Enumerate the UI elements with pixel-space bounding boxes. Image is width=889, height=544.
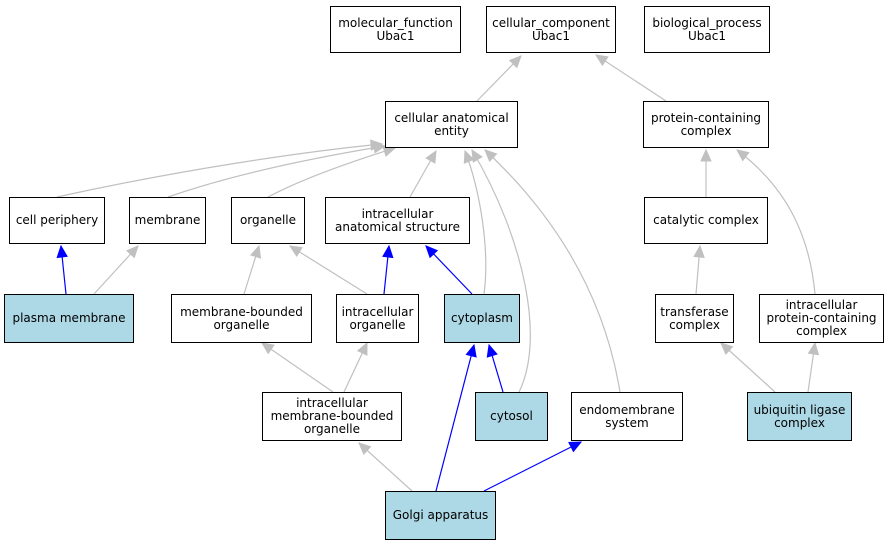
node-protein-containing-complex: protein-containing complex (643, 101, 769, 148)
edge-golgi_apparatus-to-intracellular_membrane_bounded_organelle (358, 442, 413, 492)
edge-endomembrane_system-to-cellular_anatomical_entity (484, 149, 621, 393)
node-endomembrane-system: endomembrane system (571, 392, 683, 441)
edge-cell_periphery-to-cellular_anatomical_entity (56, 143, 383, 198)
edge-cytoplasm-to-cellular_anatomical_entity (464, 150, 487, 295)
edge-golgi_apparatus-to-cytoplasm (435, 344, 475, 492)
node-biological-process: biological_process Ubac1 (644, 6, 770, 53)
edge-protein_containing_complex-to-cellular_component (595, 54, 667, 102)
edge-intracellular_protein_containing_complex-to-protein_containing_complex (736, 149, 816, 295)
arrowhead-catalytic_complex-to-protein_containing_complex (700, 148, 712, 162)
node-organelle: organelle (231, 197, 305, 244)
arrowhead-intracellular_organelle-to-intracellular_anatomical_structure (382, 244, 394, 259)
arrowhead-membrane_bounded_organelle-to-organelle (250, 244, 262, 259)
node-cytosol: cytosol (475, 392, 548, 441)
arrowhead-golgi_apparatus-to-intracellular_membrane_bounded_organelle (358, 442, 372, 456)
edge-intracellular_membrane_bounded_organelle-to-membrane_bounded_organelle (261, 342, 334, 393)
node-intracellular-anatomical-structure: intracellular anatomical structure (325, 197, 470, 244)
edge-intracellular_organelle-to-organelle (289, 245, 368, 295)
arrowhead-intracellular_membrane_bounded_organelle-to-intracellular_organelle (356, 341, 368, 356)
arrowhead-membrane-to-cellular_anatomical_entity (372, 142, 387, 154)
arrowhead-cellular_anatomical_entity-to-cellular_component (508, 55, 522, 69)
node-golgi-apparatus: Golgi apparatus (385, 491, 496, 540)
arrowhead-cytoplasm-to-cellular_anatomical_entity (463, 149, 475, 164)
arrowhead-plasma_membrane-to-membrane (125, 245, 139, 259)
node-membrane-bounded-organelle: membrane-bounded organelle (171, 294, 312, 343)
arrowhead-golgi_apparatus-to-endomembrane_system (568, 441, 583, 453)
arrowhead-cytoplasm-to-intracellular_anatomical_structure (425, 245, 439, 259)
node-molecular-function: molecular_function Ubac1 (330, 6, 461, 53)
arrowhead-ubiquitin_ligase_complex-to-transferase_complex (720, 342, 734, 356)
node-cellular-anatomical-entity: cellular anatomical entity (385, 101, 518, 148)
node-catalytic-complex: catalytic complex (644, 197, 768, 244)
node-intracellular-protein-containing-complex: intracellular protein-containing complex (759, 294, 884, 343)
edge-golgi_apparatus-to-endomembrane_system (483, 441, 582, 492)
arrowhead-plasma_membrane-to-cell_periphery (56, 244, 68, 259)
arrowhead-intracellular_organelle-to-organelle (288, 245, 303, 258)
node-transferase-complex: transferase complex (655, 294, 734, 343)
arrowhead-intracellular_anatomical_structure-to-cellular_anatomical_entity (425, 149, 437, 164)
arrowhead-intracellular_membrane_bounded_organelle-to-membrane_bounded_organelle (261, 342, 275, 355)
node-cell-periphery: cell periphery (9, 197, 105, 244)
arrowhead-cytosol-to-cytoplasm (486, 343, 498, 358)
arrowhead-intracellular_protein_containing_complex-to-protein_containing_complex (736, 149, 750, 162)
node-intracellular-membrane-bounded-organelle: intracellular membrane-bounded organelle (262, 392, 402, 441)
edge-cytosol-to-cellular_anatomical_entity (471, 149, 531, 393)
node-cytoplasm: cytoplasm (444, 294, 520, 343)
edge-organelle-to-cellular_anatomical_entity (267, 147, 396, 198)
node-cellular-component: cellular_component Ubac1 (486, 6, 616, 53)
arrowhead-ubiquitin_ligase_complex-to-intracellular_protein_containing_complex (807, 341, 820, 356)
node-plasma-membrane: plasma membrane (4, 294, 134, 343)
edge-ubiquitin_ligase_complex-to-transferase_complex (720, 342, 776, 393)
node-intracellular-organelle: intracellular organelle (336, 294, 419, 343)
arrowhead-cytosol-to-cellular_anatomical_entity (471, 148, 483, 163)
arrowhead-golgi_apparatus-to-cytoplasm (465, 343, 477, 358)
arrowhead-protein_containing_complex-to-cellular_component (594, 54, 609, 67)
node-ubiquitin-ligase-complex: ubiquitin ligase complex (747, 392, 852, 441)
edge-membrane-to-cellular_anatomical_entity (167, 145, 386, 198)
arrowhead-endomembrane_system-to-cellular_anatomical_entity (484, 149, 498, 163)
arrowhead-transferase_complex-to-catalytic_complex (693, 244, 705, 258)
node-membrane: membrane (129, 197, 206, 244)
